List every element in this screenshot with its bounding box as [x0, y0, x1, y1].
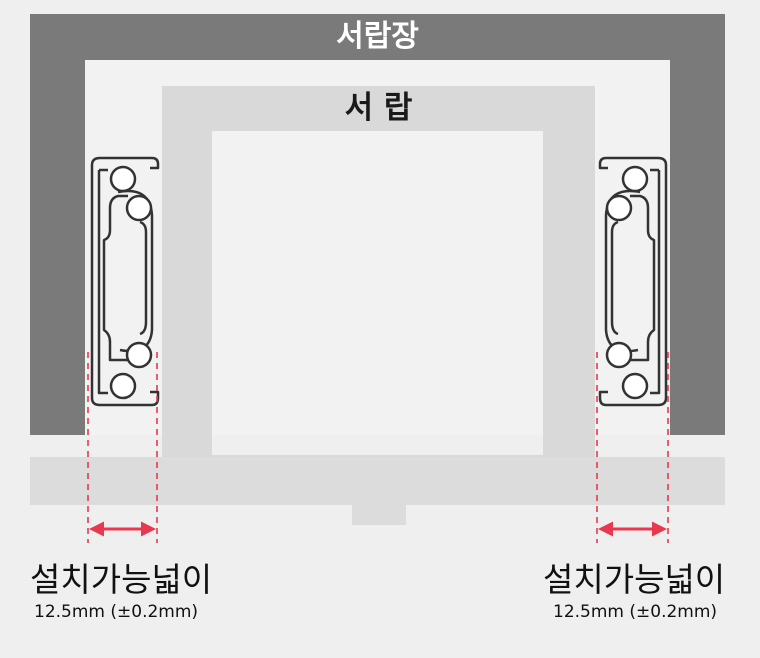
- right-slide-rail: [598, 156, 668, 407]
- right-dimension: [596, 352, 669, 543]
- right-rail-ball-4: [621, 372, 649, 400]
- install-width-value-right: 12.5mm (±0.2mm): [553, 602, 718, 622]
- cabinet-label: 서랍장: [336, 19, 419, 54]
- left-rail-ball-4: [109, 372, 137, 400]
- left-rail-ball-2: [125, 194, 153, 222]
- base-tab: [352, 505, 406, 525]
- install-width-label-left: 설치가능넓이: [30, 560, 213, 599]
- right-rail-ball-2: [605, 194, 633, 222]
- cabinet-body: [30, 14, 725, 435]
- left-slide-rail: [90, 156, 160, 407]
- drawer-label: 서 랍: [344, 90, 413, 126]
- install-width-value-left: 12.5mm (±0.2mm): [34, 602, 199, 622]
- left-rail-ball-1: [109, 165, 137, 193]
- base-plate: [30, 457, 725, 505]
- right-rail-ball-1: [621, 165, 649, 193]
- install-width-label-right: 설치가능넓이: [543, 560, 726, 599]
- left-rail-ball-3: [125, 341, 153, 369]
- drawer-box: [162, 86, 595, 457]
- left-dimension: [87, 352, 158, 543]
- right-rail-ball-3: [605, 341, 633, 369]
